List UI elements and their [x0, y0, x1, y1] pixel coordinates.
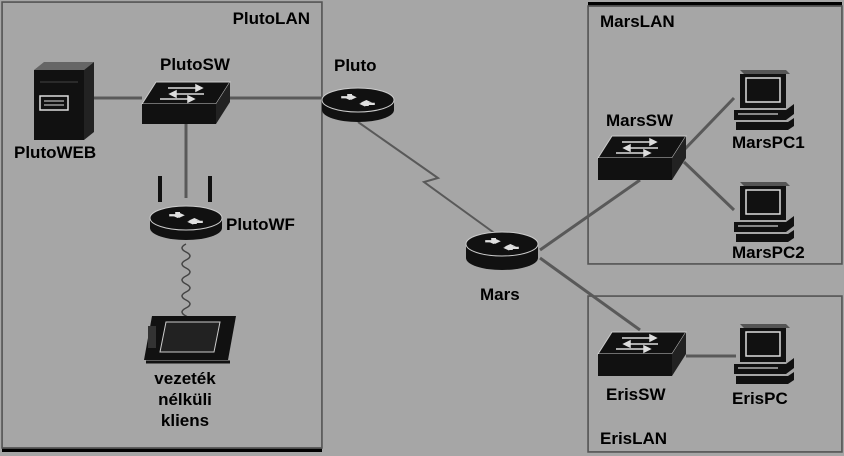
links [94, 96, 736, 358]
marslan-title: MarsLAN [600, 12, 675, 31]
router-icon [465, 231, 539, 270]
link-mars-erissw [539, 256, 641, 332]
pluto-sw-label: PlutoSW [160, 55, 231, 74]
gap-background-topedge [0, 0, 844, 2]
mars-pc1-label: MarsPC1 [732, 133, 805, 152]
link-mars-marssw [539, 178, 641, 252]
server-icon [34, 62, 94, 140]
computer-icon [734, 182, 794, 242]
mars-router-label: Mars [480, 285, 520, 304]
link-marssw-pc2 [682, 160, 736, 212]
wireless-client-label-3: kliens [161, 411, 209, 430]
gap-background-top [588, 264, 844, 296]
gap-background-right [842, 0, 844, 456]
pluto-router-label: Pluto [334, 56, 377, 75]
computer-icon [734, 70, 794, 130]
eris-sw-label: ErisSW [606, 385, 666, 404]
wan-background [322, 2, 588, 454]
plutolan-title: PlutoLAN [233, 9, 310, 28]
link-pluto-mars-serial [357, 121, 505, 241]
pluto-wf-label: PlutoWF [226, 215, 295, 234]
switch-icon [597, 135, 687, 180]
pluto-web-label: PlutoWEB [14, 143, 96, 162]
wireless-router-icon [149, 176, 223, 240]
marslan-panel [587, 5, 843, 265]
switch-icon [141, 81, 231, 124]
gap-background-between [322, 448, 588, 456]
mars-sw-label: MarsSW [606, 111, 674, 130]
tablet-icon [144, 316, 236, 364]
erislan-title: ErisLAN [600, 429, 667, 448]
switch-icon [597, 331, 687, 376]
mars-pc2-label: MarsPC2 [732, 243, 805, 262]
eris-pc-label: ErisPC [732, 389, 788, 408]
wireless-client-label-2: nélküli [158, 390, 212, 409]
gap-background-left [0, 0, 2, 456]
wireless-client-label-1: vezeték [154, 369, 216, 388]
router-icon [321, 87, 395, 122]
computer-icon [734, 324, 794, 384]
link-marssw-pc1 [682, 96, 736, 152]
